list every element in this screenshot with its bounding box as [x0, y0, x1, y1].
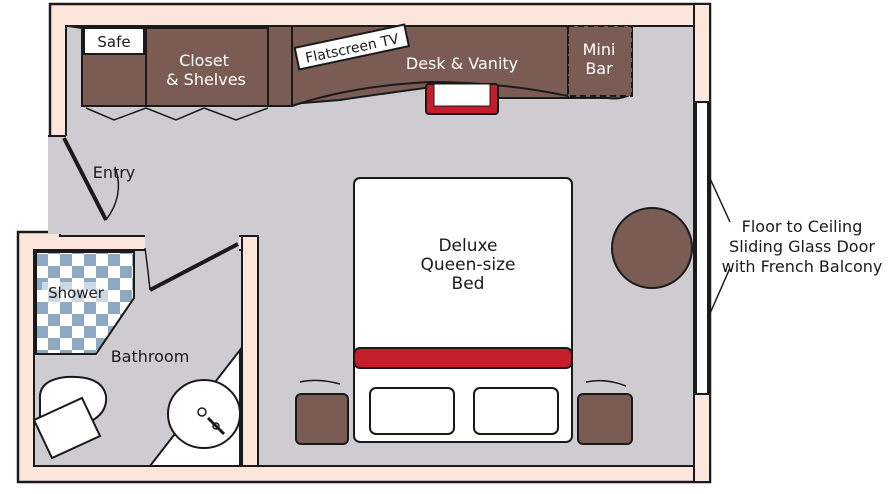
balcony-label-line1: Floor to Ceiling: [742, 217, 863, 236]
bed-label-line3: Bed: [452, 274, 485, 294]
balcony-label-line2: Sliding Glass Door: [729, 237, 875, 256]
safe-label: Safe: [97, 33, 130, 51]
entry-door-swing: [105, 169, 120, 221]
balcony-pointer-bottom: [707, 267, 731, 319]
minibar-label-line2: Bar: [585, 59, 613, 78]
pillow-left: [369, 387, 455, 435]
bathroom-door-opening: [145, 234, 239, 252]
pillow-right: [473, 387, 559, 435]
right-wall-upper: [693, 3, 711, 103]
round-table: [611, 207, 693, 289]
closet-label-line2: & Shelves: [166, 70, 246, 89]
balcony-pointer-top: [707, 173, 731, 223]
closet-block: [81, 27, 269, 107]
toilet: [32, 375, 108, 460]
flatscreen-tv: [293, 23, 411, 71]
minibar-label-line1: Mini: [583, 40, 616, 59]
balcony-label-line3: with French Balcony: [722, 257, 883, 276]
entry-opening: [48, 136, 68, 234]
closet-label-line1: Closet: [179, 51, 229, 70]
bathroom-wall: [241, 235, 259, 467]
desk-vanity-label: Desk & Vanity: [406, 54, 518, 73]
entry-door: [62, 137, 108, 221]
shower-area: [35, 251, 135, 355]
bathroom-door-swing: [144, 247, 151, 291]
shower-label-bg: [42, 282, 108, 302]
bed-label-line1: Deluxe: [438, 236, 497, 256]
shower-label: Shower: [48, 284, 105, 302]
closet-doors: [85, 107, 269, 121]
entry-label: Entry: [93, 163, 136, 182]
nightstand-left: [295, 379, 349, 445]
bathroom-door: [149, 242, 239, 292]
bathroom-label: Bathroom: [111, 347, 190, 366]
nightstand-right: [577, 379, 633, 445]
bathroom-sink: [147, 347, 241, 467]
sliding-glass-door: [695, 101, 709, 395]
desk-chair-seat: [433, 83, 491, 107]
bed-label-line2: Queen-size: [421, 255, 516, 275]
minibar-block: [567, 25, 633, 98]
right-wall-lower: [693, 393, 711, 483]
safe: [83, 27, 145, 55]
bed-runner: [353, 347, 573, 369]
bed: [353, 177, 573, 443]
